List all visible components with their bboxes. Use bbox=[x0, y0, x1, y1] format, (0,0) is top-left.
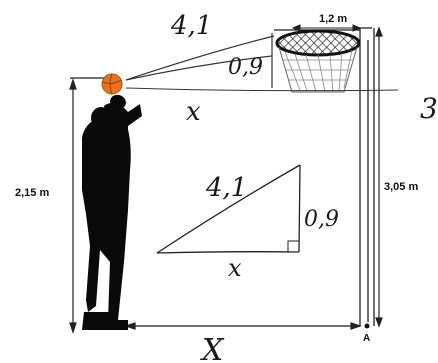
point-a-label: A bbox=[363, 333, 370, 344]
court-frame bbox=[70, 27, 375, 326]
rim-width-dimension bbox=[291, 24, 362, 32]
point-a-marker bbox=[364, 323, 370, 329]
floor-distance-label: X bbox=[200, 333, 225, 363]
vertical-top-label: 0,9 bbox=[228, 55, 263, 80]
basketball bbox=[101, 73, 123, 95]
horizontal-triangle-label: x bbox=[228, 254, 242, 282]
sketch-triangle bbox=[156, 164, 301, 254]
rim bbox=[275, 29, 361, 57]
release-height-dimension bbox=[69, 78, 77, 334]
hoop bbox=[274, 29, 361, 93]
release-height-label: 2,15 m bbox=[15, 187, 49, 199]
hypotenuse-triangle-label: 4,1 bbox=[205, 173, 247, 203]
net bbox=[278, 46, 358, 93]
hypotenuse-top-label: 4,1 bbox=[170, 11, 212, 41]
trajectory-triangle bbox=[125, 33, 399, 92]
margin-mark-label: 3 bbox=[420, 92, 438, 125]
player-silhouette bbox=[82, 94, 142, 330]
rim-width-label: 1,2 m bbox=[319, 13, 347, 25]
horizontal-top-label: x bbox=[186, 97, 201, 127]
vertical-triangle-label: 0,9 bbox=[304, 207, 339, 232]
hoop-height-label: 3,05 m bbox=[384, 181, 418, 193]
floor-distance-dimension bbox=[124, 322, 362, 330]
hoop-height-dimension bbox=[375, 26, 383, 328]
